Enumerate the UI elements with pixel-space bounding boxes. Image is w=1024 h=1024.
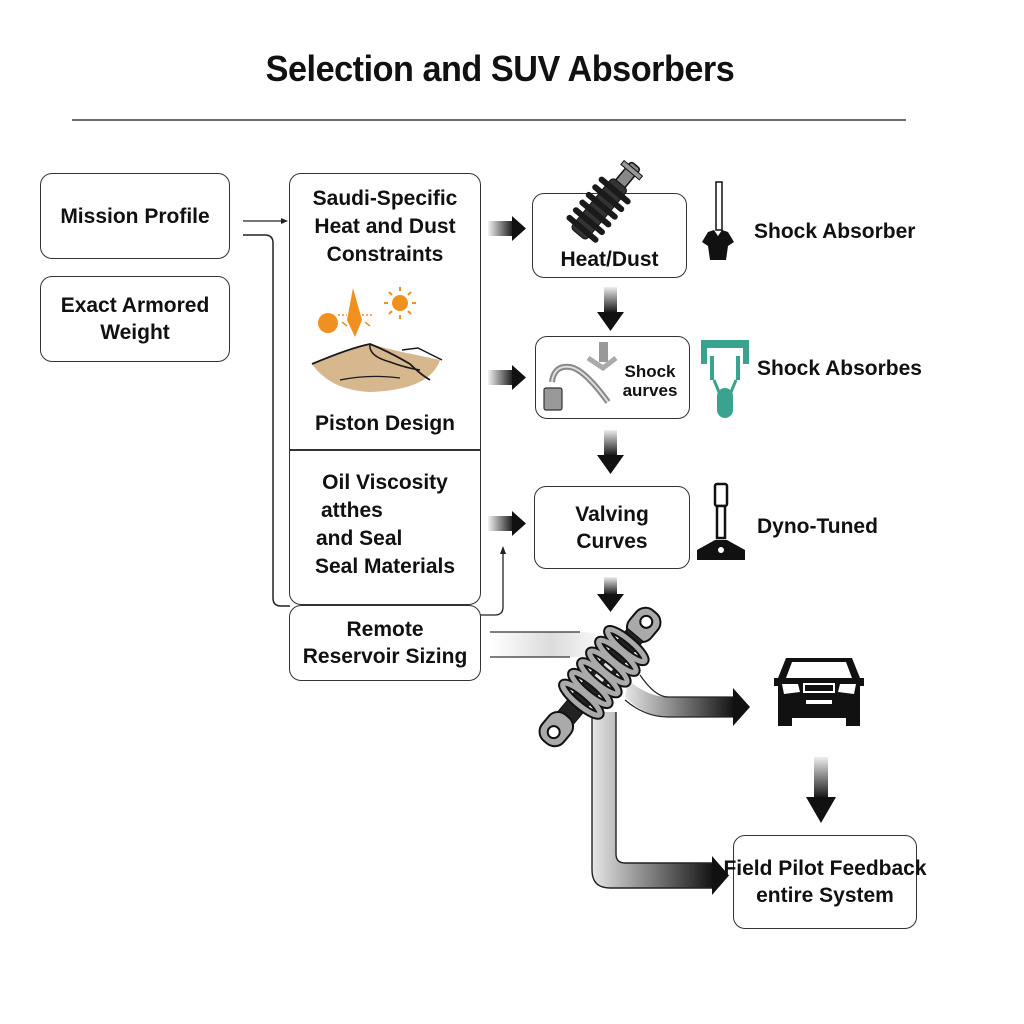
constraints-title-line-2: Heat and Dust (314, 215, 456, 238)
remote-reservoir-line-1: Remote (346, 618, 424, 641)
valving-curves-line-1: Valving (575, 502, 649, 526)
arrow-to-heat-dust (488, 216, 526, 241)
dyno-tuned-strut-icon (697, 482, 745, 560)
mission-loop-connector (243, 234, 290, 607)
mission-profile-box[interactable]: Mission Profile (40, 173, 230, 259)
arrow-suv-to-field-pilot (806, 757, 836, 823)
coilover-shock-icon (566, 159, 644, 243)
reservoir-to-valving-connector (480, 553, 504, 616)
shock-curves-line-2: aurves (622, 381, 678, 400)
field-pilot-line-2: entire System (756, 884, 894, 907)
armored-weight-line-2: Weight (100, 321, 170, 344)
arrow-to-shock-curves (488, 365, 526, 390)
shock-curves-label: Shock aurves (618, 362, 682, 400)
heat-dust-illustration (311, 287, 443, 392)
shock-absorber-icon (702, 181, 734, 260)
mission-to-constraints-arrow (243, 218, 288, 224)
section-divider (290, 449, 480, 451)
dyno-tuned-label: Dyno-Tuned (757, 515, 878, 538)
arrow-to-valving (488, 511, 526, 536)
armored-weight-box[interactable]: Exact Armored Weight (40, 276, 230, 362)
oil-viscosity-line-1: Oil Viscosity (322, 471, 448, 494)
sand-dune-icon (311, 343, 443, 392)
heat-dust-label: Heat/Dust (560, 248, 659, 271)
valving-curves-box[interactable]: Valving Curves (534, 486, 690, 569)
suv-vehicle-icon (774, 658, 864, 726)
field-pilot-line-1: Field Pilot Feedback (723, 857, 927, 880)
shock-absorber-label: Shock Absorber (754, 220, 916, 243)
shock-curve-graph-icon (543, 342, 618, 411)
valving-curves-line-2: Curves (576, 529, 648, 553)
oil-viscosity-line-3: and Seal (316, 527, 403, 550)
armored-weight-line-1: Exact Armored (60, 294, 210, 317)
remote-reservoir-line-2: Reservoir Sizing (302, 645, 468, 668)
teal-shock-mount-icon (701, 340, 749, 418)
hot-sun-icon (318, 313, 338, 333)
coilover-assembly-icon (538, 606, 662, 748)
diagram-title: Selection and SUV Absorbers (265, 48, 735, 89)
arrow-shock-to-valving (597, 430, 624, 474)
flame-icon (338, 288, 374, 337)
oil-viscosity-line-2: atthes (321, 499, 383, 522)
shock-absorbes-label: Shock Absorbes (757, 357, 922, 380)
field-pilot-box[interactable]: Field Pilot Feedback entire System (723, 835, 927, 929)
title-divider (72, 119, 906, 121)
constraints-title-line-3: Constraints (326, 243, 444, 266)
arrow-heat-to-shock (597, 287, 624, 331)
mission-profile-label: Mission Profile (60, 204, 210, 228)
constraints-title-line-1: Saudi-Specific (312, 187, 458, 210)
oil-viscosity-line-4: Seal Materials (314, 555, 456, 578)
constraints-title: Saudi-Specific Heat and Dust Constraints (289, 185, 481, 269)
sun-icon (384, 287, 416, 319)
shock-curves-line-1: Shock (624, 362, 676, 381)
piston-design-label: Piston Design (314, 412, 456, 435)
oil-viscosity-text: Oil Viscosity atthes and Seal Seal Mater… (289, 469, 481, 581)
remote-reservoir-box[interactable]: Remote Reservoir Sizing (289, 605, 481, 681)
